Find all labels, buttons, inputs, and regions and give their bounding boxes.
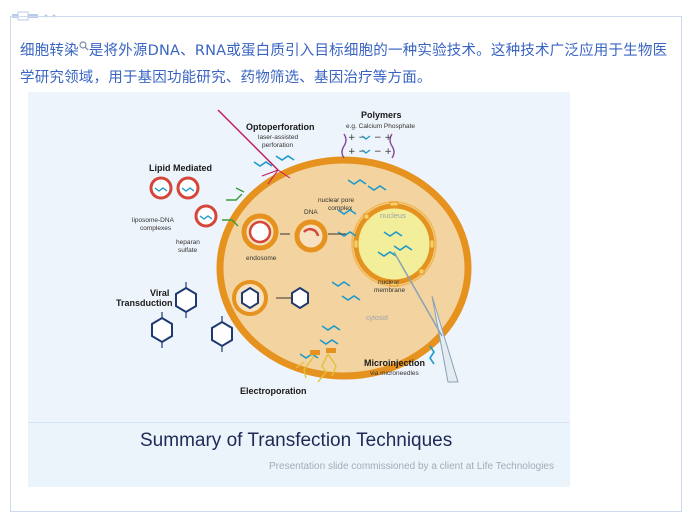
- svg-text:perforation: perforation: [262, 142, 293, 149]
- label-polymers: Polymers: [361, 110, 402, 120]
- svg-text:− +: − +: [374, 147, 392, 157]
- caption-band: [28, 422, 570, 487]
- svg-text:sulfate: sulfate: [178, 247, 198, 254]
- label-viral: Viral: [150, 288, 169, 298]
- transfection-figure: + − − + + − − +: [28, 92, 570, 487]
- article-description: 细胞转染是将外源DNA、RNA或蛋白质引入目标细胞的一种实验技术。这种技术广泛应…: [20, 38, 680, 92]
- description-link[interactable]: 细胞转染: [20, 43, 79, 59]
- heparan-sulfate: [222, 187, 245, 227]
- label-optoperforation: Optoperforation: [246, 122, 315, 132]
- svg-text:liposome-DNA: liposome-DNA: [132, 217, 175, 224]
- liposomes: [149, 176, 218, 228]
- microneedle: [431, 295, 459, 383]
- transfection-diagram: + − − + + − − +: [116, 109, 472, 396]
- figure-subtitle: Presentation slide commissioned by a cli…: [269, 461, 554, 472]
- dna-strands: [253, 155, 435, 365]
- svg-text:+ −: + −: [348, 147, 366, 157]
- svg-text:complex: complex: [328, 205, 353, 212]
- svg-text:nuclear: nuclear: [378, 279, 400, 286]
- cell-body: [216, 156, 472, 380]
- svg-text:− +: − +: [374, 133, 392, 143]
- nuclear-pores: [353, 201, 435, 287]
- label-microinjection: Microinjection: [364, 358, 425, 368]
- polymer-complexes: + − − + + − − +: [341, 133, 395, 159]
- figure-title: Summary of Transfection Techniques: [140, 430, 453, 451]
- svg-text:Transduction: Transduction: [116, 298, 173, 308]
- article-card: [10, 16, 682, 512]
- svg-text:laser-assisted: laser-assisted: [258, 134, 298, 141]
- svg-text:membrane: membrane: [374, 287, 405, 294]
- svg-text:e.g. Calcium Phosphate: e.g. Calcium Phosphate: [346, 123, 415, 130]
- label-endosome: endosome: [246, 255, 277, 262]
- label-nucleus: nucleus: [380, 211, 406, 220]
- label-cytosol: cytosol: [366, 315, 388, 322]
- label-dna: DNA: [304, 209, 318, 216]
- label-lipid-mediated: Lipid Mediated: [149, 163, 212, 173]
- search-icon[interactable]: [79, 41, 89, 51]
- electroporation-pores: [295, 353, 337, 383]
- svg-text:nuclear pore: nuclear pore: [318, 197, 355, 204]
- svg-text:via microneedles: via microneedles: [370, 370, 420, 377]
- svg-text:+ −: + −: [348, 133, 366, 143]
- svg-text:complexes: complexes: [140, 225, 172, 232]
- label-electroporation: Electroporation: [240, 386, 307, 396]
- laser-beam: [217, 109, 279, 171]
- svg-text:heparan: heparan: [176, 239, 200, 246]
- description-text: 是将外源DNA、RNA或蛋白质引入目标细胞的一种实验技术。这种技术广泛应用于生物…: [20, 43, 668, 86]
